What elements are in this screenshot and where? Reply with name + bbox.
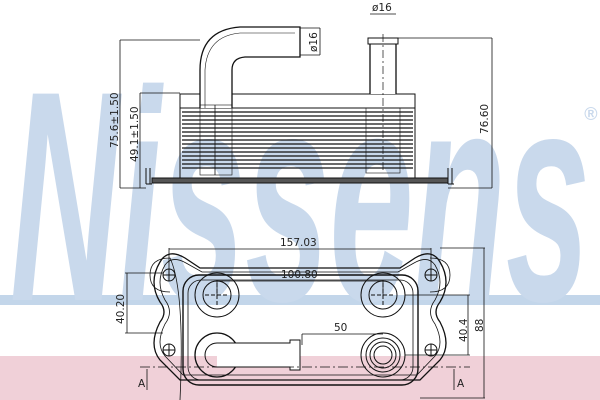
watermark-trademark: ® (584, 104, 598, 124)
dim-overall-height-right: 76.60 (479, 104, 491, 134)
dim-right-port-vertical: 40.4 (458, 318, 470, 342)
section-mark-right: A (457, 378, 465, 390)
dim-left-hole-vertical: 40.20 (115, 294, 127, 324)
dim-overall-height-left: 75.6±1.50 (109, 92, 121, 148)
side-view-dimensions (119, 13, 493, 189)
dim-pipe-diameter-horizontal: ø16 (308, 32, 320, 52)
dim-core-height: 49.1±1.50 (129, 106, 141, 162)
side-view (145, 26, 454, 185)
dim-mount-hole-spacing: 157.03 (280, 237, 317, 249)
watermark-band-blue (0, 295, 600, 305)
dim-port-spacing: 100.80 (281, 269, 318, 281)
dim-overall-width: 88 (474, 319, 486, 332)
dim-pipe-diameter-vertical: ø16 (372, 2, 392, 14)
watermark-logo-text: Nissens (10, 28, 590, 364)
section-mark-left: A (138, 378, 146, 390)
top-view-dimensions (125, 247, 485, 399)
dim-pipe-offset: 50 (334, 322, 347, 334)
top-view (140, 253, 470, 400)
